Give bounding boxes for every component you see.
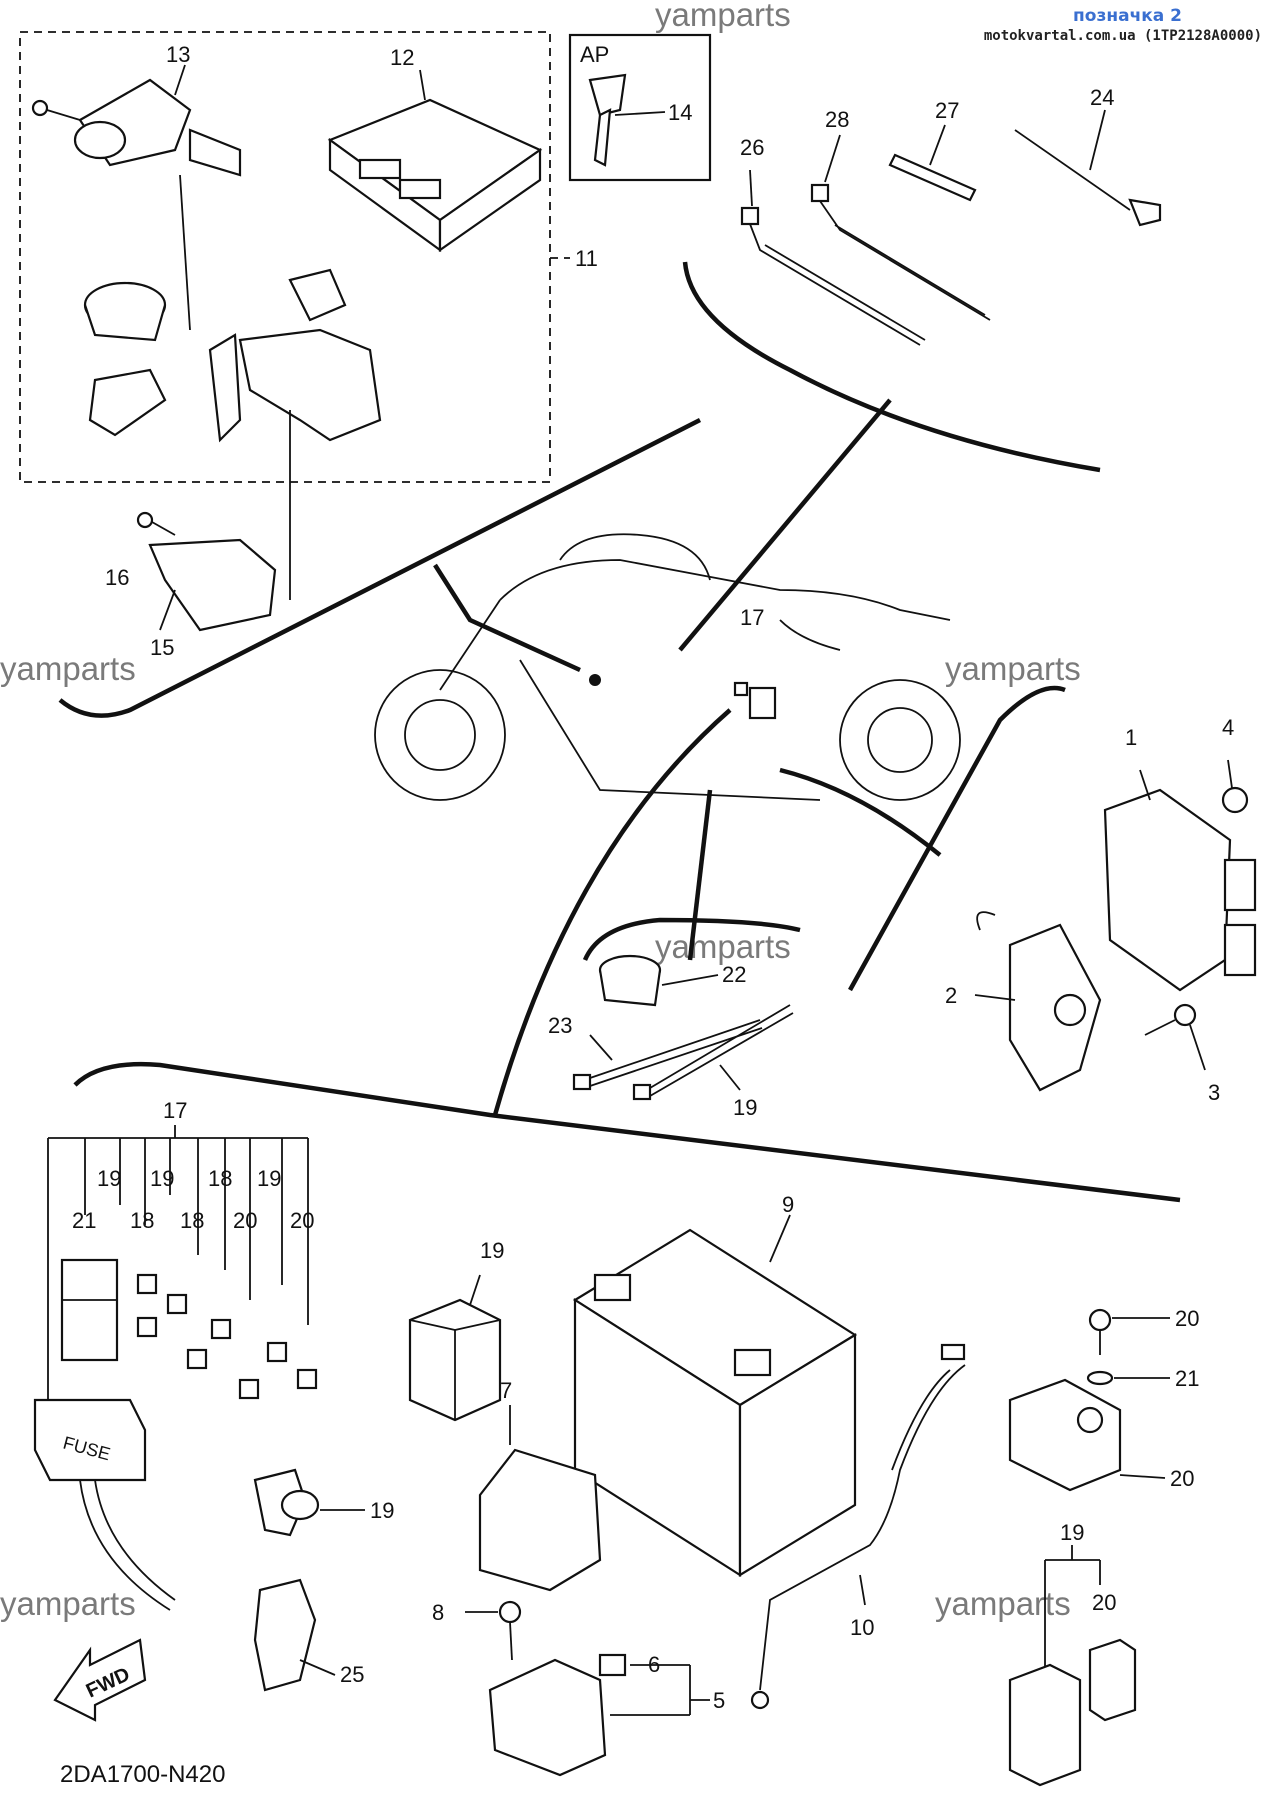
part-34-cable-tie [740,169,926,346]
arrow-electrics-to-bike [492,708,732,1116]
callout-15: 15 [150,635,174,660]
ap-box [568,33,712,182]
motorcycle-silhouette [374,533,961,801]
part-9-battery [572,1214,858,1578]
callout-19: 19 [150,1166,174,1191]
diagram-code: 2DA1700-N420 [60,1761,225,1788]
part-10-cable [750,1343,966,1710]
watermark: yamparts [945,650,1081,687]
region-curve-center [582,917,801,961]
callout-23: 19 [733,1095,757,1120]
part-27-connector [1008,1378,1166,1492]
callout-32: 24 [1090,85,1114,110]
callout-22: 19 [370,1498,394,1523]
callout-12: 12 [390,45,414,70]
part-11-ignition-set [83,174,382,600]
callout-28: 20 [1175,1306,1199,1331]
part-21-fuse-box: FUSE [33,1258,176,1611]
callout-33: 25 [340,1662,364,1687]
callout-4: 4 [1222,715,1234,740]
callout-19: 19 [257,1166,281,1191]
callout-36: 28 [825,107,849,132]
part-13-switch [31,64,242,177]
callout-14: 14 [668,100,692,125]
callout-34: 26 [740,135,764,160]
part-32-cable-tie [1014,109,1162,227]
part-33-holder [253,1578,336,1692]
part-4-nut [1221,759,1249,814]
part-14-key [588,73,666,167]
part-35-clip [888,124,977,202]
part-36-cable-tie [810,134,991,321]
callout-13: 13 [166,42,190,67]
part-28-screw [1088,1308,1170,1355]
arrow-rectifier-to-bike [779,767,942,857]
part-3-bolt [1144,1003,1206,1071]
region-curve-right [848,685,1066,992]
callout-35: 27 [935,98,959,123]
part-30-collar [598,954,719,1007]
watermark: yamparts [935,1585,1071,1622]
callout-18: 18 [208,1166,232,1191]
part-29-washer [1086,1370,1170,1386]
part-31-cable-tie [572,1019,763,1091]
callout-20: 20 [290,1208,314,1233]
callout-21: 21 [72,1208,96,1233]
watermark: yamparts [0,650,136,687]
part-24-relay [408,1274,502,1422]
callout-17: 17 [163,1098,187,1123]
callout-6: 6 [648,1652,660,1677]
callout-3: 3 [1208,1080,1220,1105]
fwd-arrow-icon: FWD [53,1638,147,1722]
callout-19: 19 [97,1166,121,1191]
part-23-cable-tie [632,1004,794,1101]
part-12-ecu [327,69,543,253]
watermark: yamparts [655,0,791,33]
callout-8: 8 [432,1600,444,1625]
ap-label: AP [580,42,609,67]
watermark: yamparts [655,928,791,965]
part-25-relay [1008,1545,1101,1787]
callout-2: 2 [945,983,957,1008]
callout-11: 11 [575,246,598,271]
region-curve-bottom [73,1061,1181,1203]
part-8-bolt [465,1600,522,1661]
callout-25: 19 [1060,1520,1084,1545]
arrow-ignition-to-bike [433,563,581,673]
callout-20: 20 [233,1208,257,1233]
callout-18: 18 [130,1208,154,1233]
callout-9: 9 [782,1192,794,1217]
callout-7: 7 [500,1378,512,1403]
region-curve-top-right [682,261,1101,473]
callout-27: 20 [1170,1466,1194,1491]
callout-16: 16 [105,565,129,590]
part-22-holder [253,1468,365,1537]
part-26-connector [1088,1638,1137,1722]
arrow-ties-center-to-bike [687,789,713,961]
fuse-callout-tree [47,1125,309,1410]
part-5-starter-relay [488,1653,710,1777]
callout-10: 10 [850,1615,874,1640]
fuse-set [136,1273,318,1400]
watermark: yamparts [0,1585,136,1622]
callout-31: 23 [548,1013,572,1038]
callout-5: 5 [713,1688,725,1713]
callout-17: 17 [740,605,764,630]
arrow-ties-to-bike [678,398,892,652]
part-2-bracket [974,911,1102,1092]
callout-29: 21 [1175,1366,1199,1391]
region-curve-left [58,417,702,718]
part-7-cover [478,1405,602,1592]
callout-18: 18 [180,1208,204,1233]
header-reference: motokvartal.com.ua (1TP2128A0000) [983,28,1262,44]
callout-24: 19 [480,1238,504,1263]
part-1-rectifier [1103,769,1257,992]
part-15-bracket [136,511,277,632]
callout-30: 22 [722,962,746,987]
callout-1: 1 [1125,725,1137,750]
header-link[interactable]: позначка 2 [1073,6,1182,26]
callout-26: 20 [1092,1590,1116,1615]
